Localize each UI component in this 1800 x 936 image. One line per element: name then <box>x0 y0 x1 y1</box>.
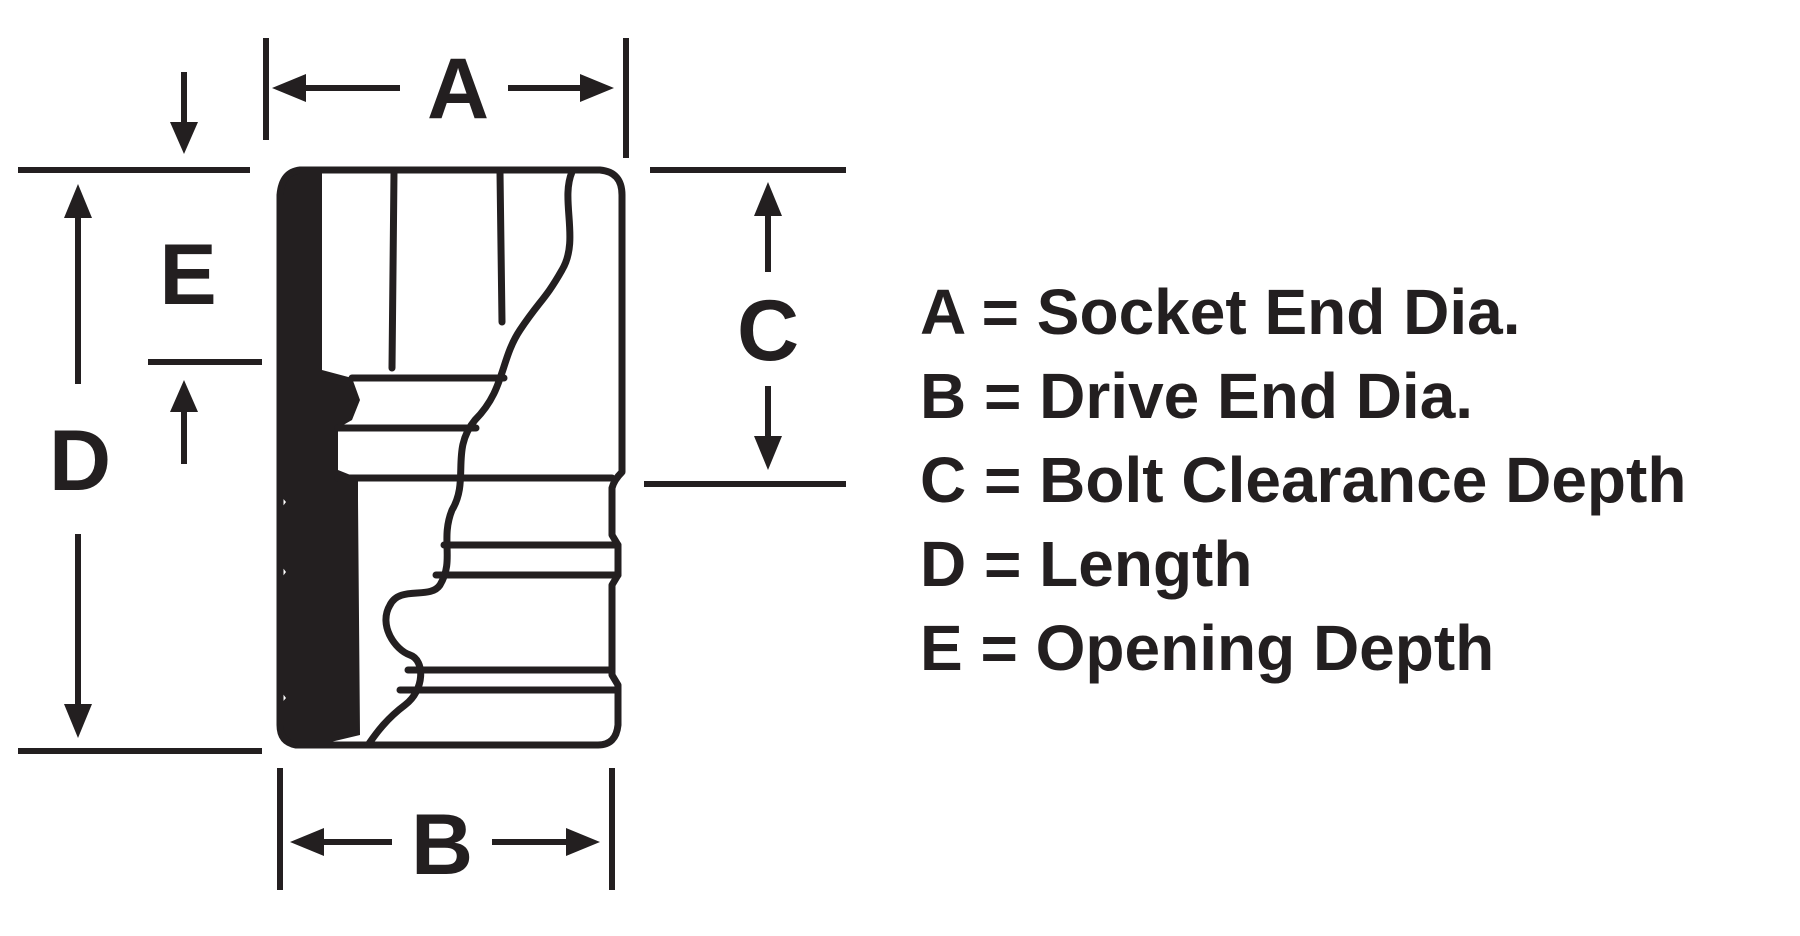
dim-label-d: D <box>49 413 111 509</box>
dim-e-arrow-top <box>170 122 198 154</box>
dim-e-arrow-bottom <box>170 380 198 412</box>
dim-c-arrow-bottom <box>754 436 782 470</box>
hex-line-1 <box>388 168 398 372</box>
dim-b-arrow-right <box>566 828 600 856</box>
dim-d-arrow-top <box>64 184 92 218</box>
dimension-lines <box>18 38 846 890</box>
socket-wall-section <box>280 170 360 745</box>
dimension-legend: A = Socket End Dia. B = Drive End Dia. C… <box>920 270 1686 690</box>
dim-label-b: B <box>411 797 473 893</box>
cutaway-line <box>364 168 576 749</box>
dim-label-e: E <box>159 227 216 323</box>
dim-label-c: C <box>737 283 799 379</box>
dim-d-arrow-bottom <box>64 704 92 738</box>
dim-a-arrow-left <box>272 74 306 102</box>
dim-b-arrow-left <box>290 828 324 856</box>
legend-item-e: E = Opening Depth <box>920 612 1495 684</box>
socket-drawing <box>276 166 626 749</box>
dim-c-arrow-top <box>754 182 782 216</box>
socket-outline <box>276 166 626 749</box>
dim-label-a: A <box>427 41 489 137</box>
legend-item-b: B = Drive End Dia. <box>920 360 1474 432</box>
legend-item-c: C = Bolt Clearance Depth <box>920 444 1687 516</box>
hex-line-2 <box>496 168 506 326</box>
dim-a-arrow-right <box>580 74 614 102</box>
legend-item-a: A = Socket End Dia. <box>920 276 1521 348</box>
legend-item-d: D = Length <box>920 528 1253 600</box>
